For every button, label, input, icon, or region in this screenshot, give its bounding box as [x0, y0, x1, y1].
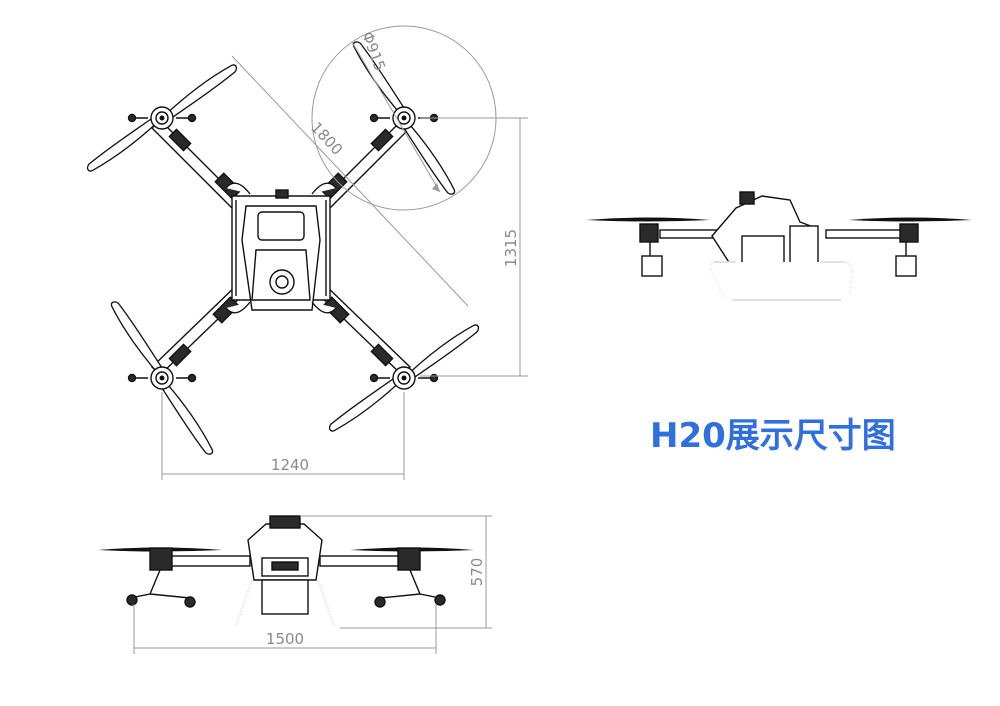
dim-height: 570 [300, 515, 492, 629]
dim-label-height: 570 [468, 558, 486, 587]
side-view [586, 191, 972, 301]
dim-label-width-folded: 1240 [271, 456, 309, 474]
dim-label-length: 1315 [502, 229, 520, 267]
dim-label-width-front: 1500 [266, 630, 304, 648]
dim-length: 1315 [420, 117, 528, 377]
dim-label-diagonal: 1800 [307, 118, 346, 158]
rotor-front-left [86, 46, 238, 190]
top-view: Φ915 1800 1315 1240 [86, 25, 528, 480]
dim-width-front: 1500 [133, 604, 437, 654]
page-title: H20展示尺寸图 [650, 416, 896, 456]
front-view: 570 1500 [98, 515, 492, 654]
body-top [225, 182, 337, 314]
dim-width-folded: 1240 [161, 392, 405, 480]
